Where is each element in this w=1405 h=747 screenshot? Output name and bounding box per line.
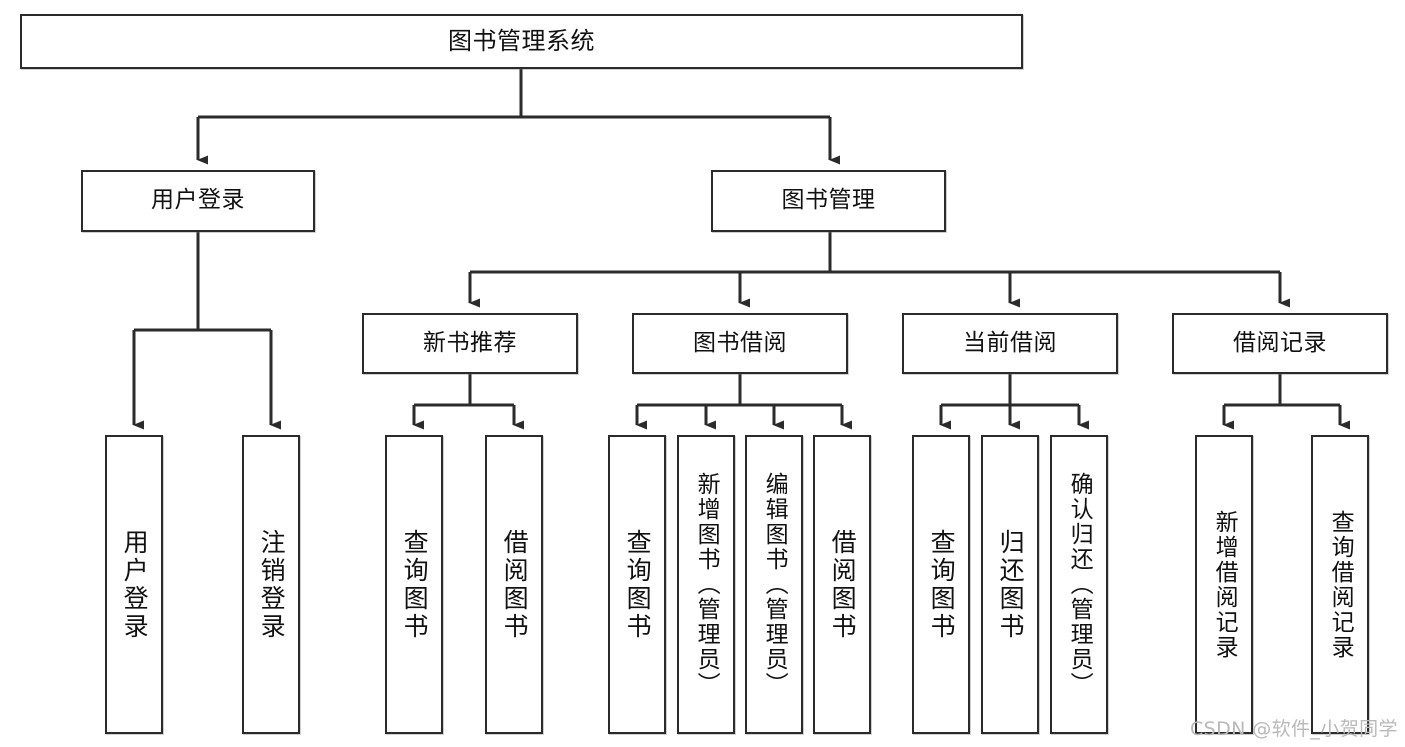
node-label: 新增借阅记录 xyxy=(1211,509,1238,660)
leaf-book-borrow-edit[interactable]: 编辑图书（管理员） xyxy=(745,435,803,734)
node-borrow-record[interactable]: 借阅记录 xyxy=(1172,313,1388,374)
node-label: 图书借阅 xyxy=(693,329,787,356)
leaf-user-login-logout[interactable]: 注销登录 xyxy=(242,435,300,734)
leaf-current-borrow-confirm-return[interactable]: 确认归还（管理员） xyxy=(1050,435,1108,734)
node-root-book-management-system[interactable]: 图书管理系统 xyxy=(20,14,1023,69)
node-label: 查询借阅记录 xyxy=(1327,509,1354,660)
leaf-borrow-record-add[interactable]: 新增借阅记录 xyxy=(1195,435,1253,734)
leaf-book-borrow-borrow[interactable]: 借阅图书 xyxy=(813,435,871,734)
leaf-current-borrow-query[interactable]: 查询图书 xyxy=(912,435,970,734)
node-label: 查询图书 xyxy=(927,528,957,641)
node-current-borrow[interactable]: 当前借阅 xyxy=(902,313,1118,374)
node-label: 编辑图书（管理员） xyxy=(761,472,788,697)
node-label: 借阅图书 xyxy=(828,528,858,641)
csdn-watermark: CSDN @软件_小贺同学 xyxy=(1190,718,1398,740)
node-book-borrow[interactable]: 图书借阅 xyxy=(632,313,848,374)
node-label: 借阅记录 xyxy=(1233,329,1327,356)
node-new-book-recommend[interactable]: 新书推荐 xyxy=(362,313,578,374)
leaf-new-book-query[interactable]: 查询图书 xyxy=(385,435,443,734)
leaf-current-borrow-return[interactable]: 归还图书 xyxy=(981,435,1039,734)
node-label: 确认归还（管理员） xyxy=(1066,472,1093,697)
node-label: 图书管理 xyxy=(781,187,876,214)
node-label: 归还图书 xyxy=(996,528,1026,641)
leaf-borrow-record-query[interactable]: 查询借阅记录 xyxy=(1311,435,1369,734)
node-label: 新增图书（管理员） xyxy=(693,472,720,697)
node-label: 注销登录 xyxy=(257,528,287,641)
node-label: 借阅图书 xyxy=(500,528,530,641)
leaf-new-book-borrow[interactable]: 借阅图书 xyxy=(485,435,543,734)
node-label: 查询图书 xyxy=(623,528,653,641)
node-label: 图书管理系统 xyxy=(448,27,595,56)
leaf-book-borrow-query[interactable]: 查询图书 xyxy=(608,435,666,734)
node-label: 查询图书 xyxy=(400,528,430,641)
node-label: 用户登录 xyxy=(120,528,150,641)
node-user-login[interactable]: 用户登录 xyxy=(81,170,315,232)
node-label: 用户登录 xyxy=(151,187,245,214)
leaf-book-borrow-add[interactable]: 新增图书（管理员） xyxy=(677,435,735,734)
node-label: 新书推荐 xyxy=(423,329,517,356)
leaf-user-login-login[interactable]: 用户登录 xyxy=(105,435,163,734)
node-book-management[interactable]: 图书管理 xyxy=(711,170,946,232)
node-label: 当前借阅 xyxy=(963,329,1057,356)
